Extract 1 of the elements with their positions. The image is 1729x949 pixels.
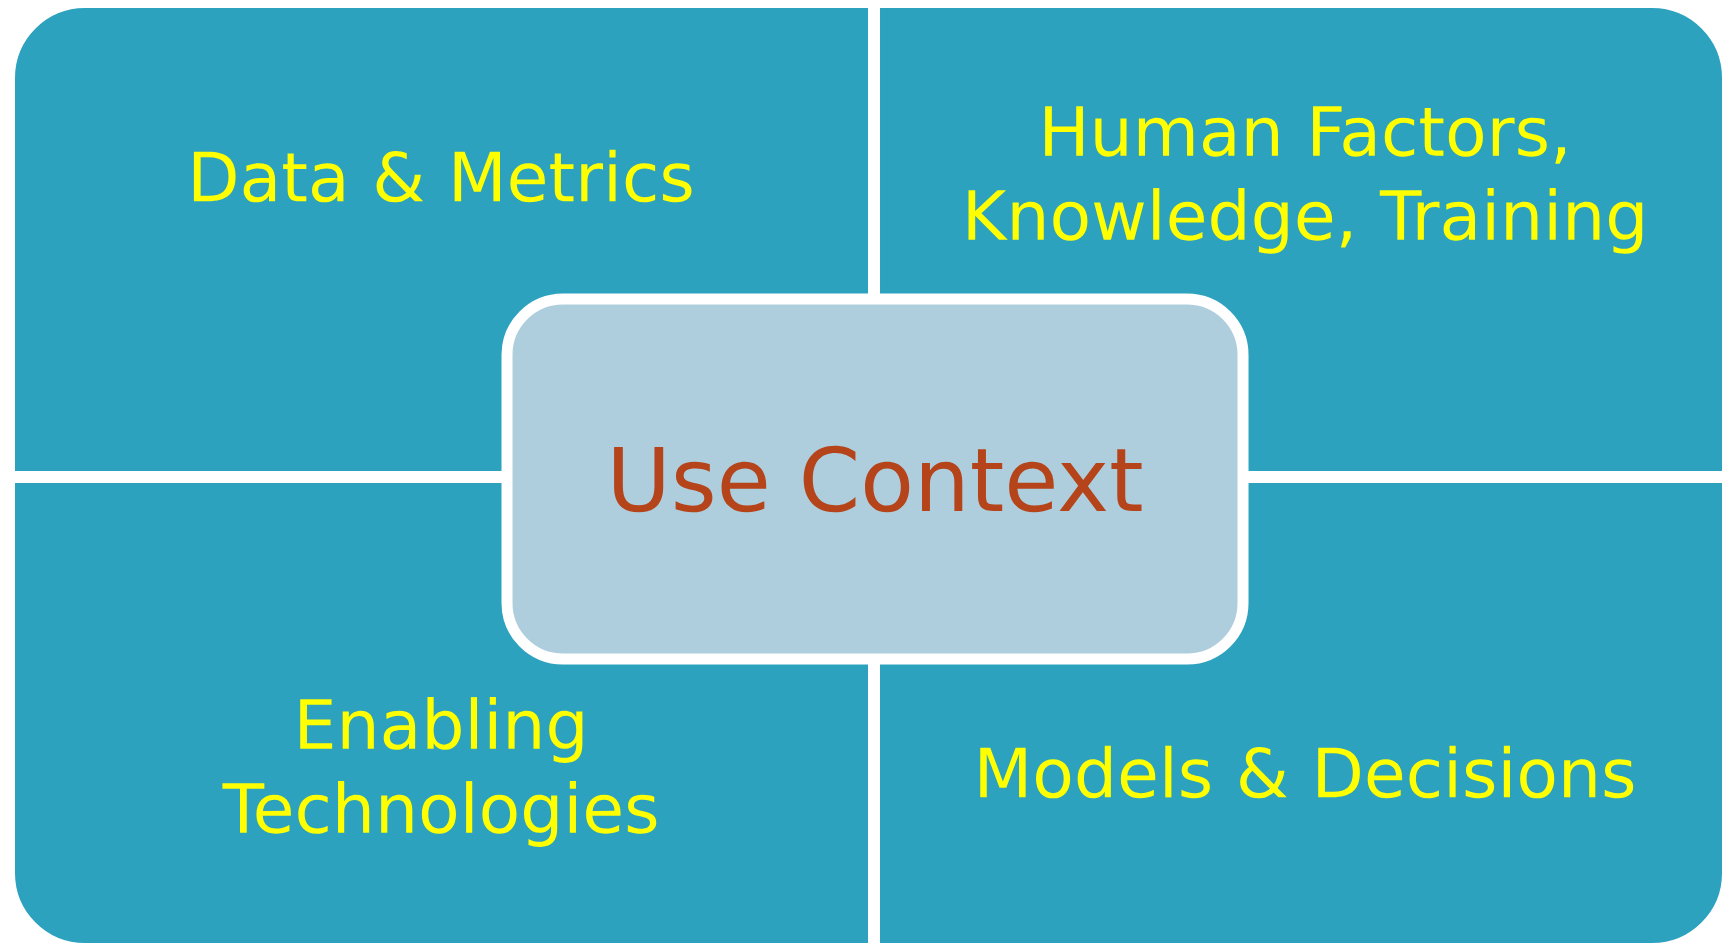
center-box: Use Context bbox=[501, 293, 1249, 665]
